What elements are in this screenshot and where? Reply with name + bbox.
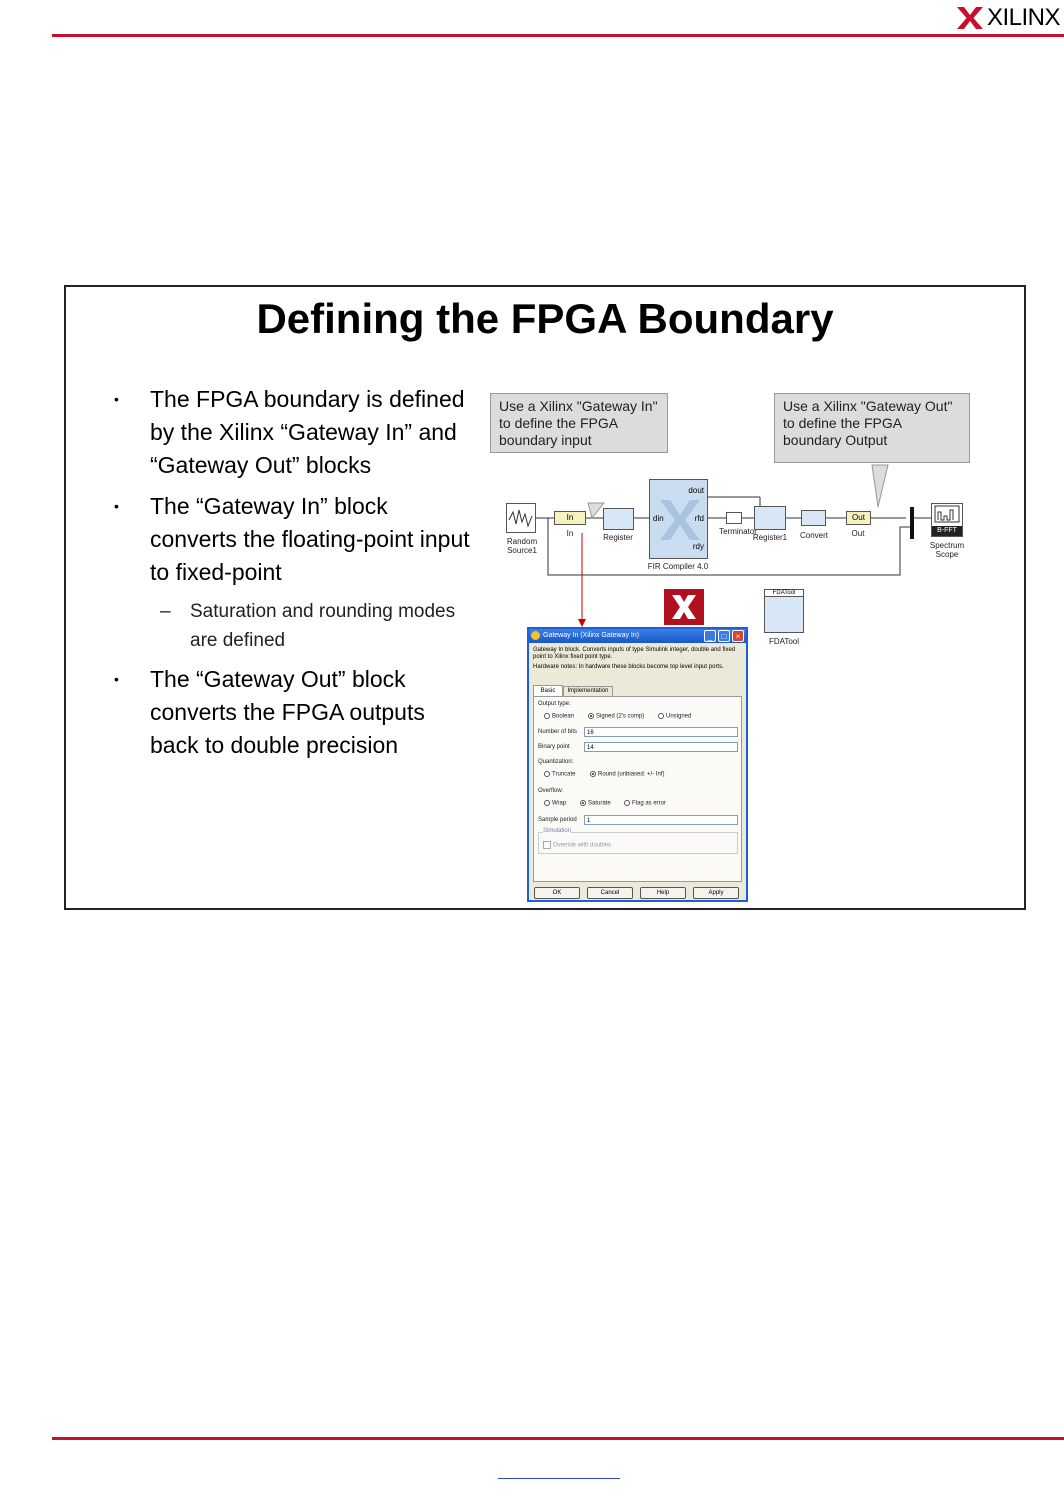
fir-compiler-label: FIR Compiler 4.0 — [647, 562, 709, 571]
dialog-app-icon — [531, 631, 540, 640]
scope-caption: B-FFT — [932, 526, 962, 536]
convert-label: Convert — [799, 531, 828, 540]
sample-period-label: Sample period — [538, 817, 577, 823]
register-block[interactable] — [603, 508, 634, 530]
simulation-label: Simulation — [543, 828, 572, 834]
tab-basic[interactable]: Basic — [533, 685, 563, 696]
slide-frame: Defining the FPGA Boundary •The FPGA bou… — [64, 285, 1026, 910]
minimize-button[interactable]: _ — [704, 630, 716, 642]
footer-link[interactable] — [498, 1460, 620, 1479]
radio-truncate[interactable]: Truncate — [544, 771, 575, 778]
cancel-button[interactable]: Cancel — [587, 887, 633, 899]
gateway-out-label: Out — [851, 529, 865, 538]
spectrum-scope-block[interactable]: B-FFT — [931, 503, 963, 537]
callout-gateway-in: Use a Xilinx "Gateway In" to define the … — [490, 393, 668, 453]
fir-compiler-block[interactable]: din dout rfd rdy — [649, 479, 708, 559]
maximize-button[interactable]: □ — [718, 630, 730, 642]
waveform-icon — [508, 509, 533, 528]
header-rule — [52, 34, 1064, 37]
binary-point-input[interactable]: 14 — [584, 742, 738, 752]
gateway-in-block[interactable]: In — [554, 511, 586, 525]
bullet-text: The FPGA boundary is defined by the Xili… — [150, 386, 465, 478]
callout-gateway-out: Use a Xilinx "Gateway Out" to define the… — [774, 393, 970, 463]
radio-saturate[interactable]: Saturate — [580, 800, 611, 807]
fir-port-rfd: rfd — [694, 514, 704, 523]
bullet-list: •The FPGA boundary is defined by the Xil… — [110, 383, 470, 770]
xilinx-watermark-icon — [660, 500, 700, 540]
spectrum-scope-label: Spectrum Scope — [929, 541, 965, 559]
radio-wrap[interactable]: Wrap — [544, 800, 566, 807]
radio-flag-as-error[interactable]: Flag as error — [624, 800, 666, 807]
close-button[interactable]: × — [732, 630, 744, 642]
bullet-item: •The FPGA boundary is defined by the Xil… — [114, 386, 465, 478]
register1-label: Register1 — [752, 533, 788, 542]
xilinx-x-icon — [956, 7, 983, 29]
bullet-item: •The “Gateway In” block converts the flo… — [114, 493, 470, 585]
fdatool-label: FDATool — [768, 637, 800, 646]
help-button[interactable]: Help — [640, 887, 686, 899]
terminator-block[interactable] — [726, 512, 742, 524]
fir-port-din: din — [653, 514, 664, 523]
dialog-description: Gateway In block. Converts inputs of typ… — [533, 647, 742, 671]
register1-block[interactable] — [754, 506, 786, 530]
dialog-desc-1: Gateway In block. Converts inputs of typ… — [533, 647, 736, 660]
register-label: Register — [603, 533, 633, 542]
sample-period-input[interactable]: 1 — [584, 815, 738, 825]
simulink-diagram: Use a Xilinx "Gateway In" to define the … — [486, 391, 1026, 651]
radio-boolean[interactable]: Boolean — [544, 713, 574, 720]
num-bits-label: Number of bits — [538, 729, 578, 735]
convert-block[interactable] — [801, 510, 826, 526]
diagram-wires — [536, 464, 931, 627]
gateway-in-label: In — [566, 529, 574, 538]
apply-button[interactable]: Apply — [693, 887, 739, 899]
dialog-titlebar: Gateway In (Xilinx Gateway In) _ □ × — [529, 629, 746, 643]
gateway-out-block[interactable]: Out — [846, 511, 871, 525]
radio-signed[interactable]: Signed (2's comp) — [588, 713, 644, 720]
simulation-group: Simulation Override with doubles — [538, 828, 738, 854]
random-source-label: Random Source1 — [506, 537, 538, 555]
bullet-text: The “Gateway In” block converts the floa… — [150, 493, 470, 585]
spectrum-icon — [934, 505, 960, 523]
binary-point-label: Binary point — [538, 744, 570, 750]
ok-button[interactable]: OK — [534, 887, 580, 899]
sub-bullet-text: Saturation and rounding modes are define… — [190, 601, 456, 651]
fdatool-icon-text: FDATool — [765, 590, 803, 597]
slide-title: Defining the FPGA Boundary — [256, 295, 834, 342]
tab-panel: Output type: Boolean Signed (2's comp) U… — [533, 696, 742, 882]
random-source-block[interactable] — [506, 503, 536, 533]
dialog-desc-2: Hardware notes: In hardware these blocks… — [533, 664, 724, 670]
fir-port-dout: dout — [688, 486, 704, 495]
num-bits-input[interactable]: 16 — [584, 727, 738, 737]
fdatool-block[interactable]: FDATool — [764, 589, 804, 633]
system-generator-block[interactable] — [664, 589, 704, 625]
bullet-item: •The “Gateway Out” block converts the FP… — [114, 666, 425, 758]
footer-rule — [52, 1437, 1064, 1440]
bullet-text: The “Gateway Out” block converts the FPG… — [150, 666, 425, 758]
xilinx-logo: XILINX — [956, 4, 1061, 32]
radio-round[interactable]: Round (unbiased: +/- Inf) — [590, 771, 665, 778]
radio-unsigned[interactable]: Unsigned — [658, 713, 691, 720]
overflow-label: Overflow: — [538, 788, 564, 794]
fir-port-rdy: rdy — [692, 542, 704, 551]
output-type-label: Output type: — [538, 701, 571, 707]
terminator-label: Terminator — [719, 527, 757, 536]
sub-bullet-item: –Saturation and rounding modes are defin… — [160, 601, 456, 651]
logo-text: XILINX — [986, 4, 1061, 31]
dialog-title: Gateway In (Xilinx Gateway In) — [543, 632, 640, 639]
quantization-label: Quantization: — [538, 759, 574, 765]
xilinx-sysgen-icon — [664, 589, 704, 625]
gateway-in-dialog: Gateway In (Xilinx Gateway In) _ □ × Gat… — [527, 627, 748, 902]
override-checkbox[interactable]: Override with doubles — [543, 841, 611, 849]
tab-implementation[interactable]: Implementation — [563, 686, 613, 696]
